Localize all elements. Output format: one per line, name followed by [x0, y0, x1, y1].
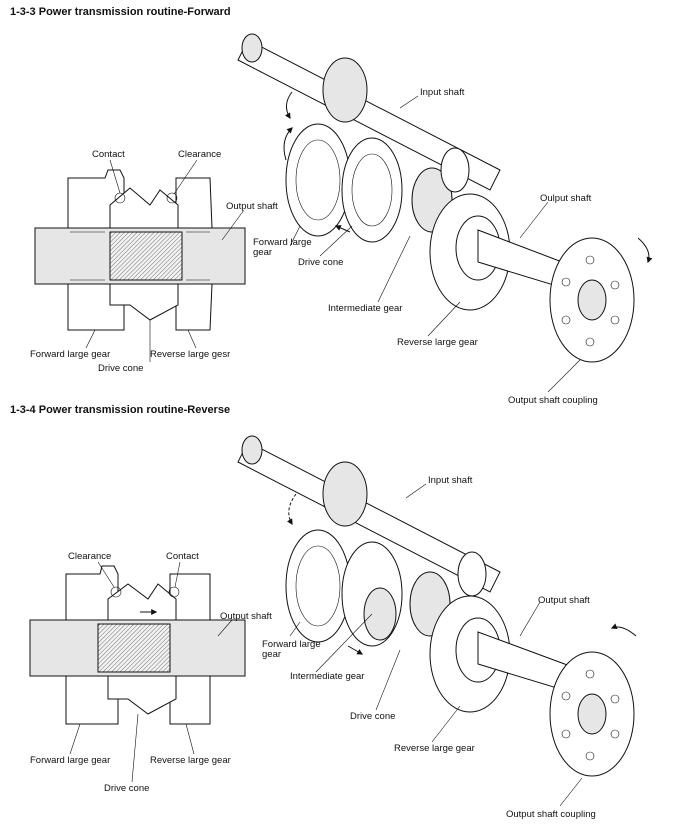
- rev-output-shaft-label: Output shaft: [220, 611, 272, 622]
- forward-panel: 1-3-3 Power transmission routine-Forward: [10, 6, 653, 406]
- fwd-drive-cone-3d-label: Drive cone: [298, 257, 344, 268]
- reverse-section-diagram: [29, 561, 246, 783]
- rev-forward-large-gear-l1: Forward large: [262, 639, 321, 650]
- rev-forward-large-gear: [285, 529, 351, 643]
- fwd-drive-cone-core: [109, 231, 183, 281]
- rev-intermediate-gear-label: Intermediate gear: [290, 671, 365, 682]
- fwd-output-shaft-label: Output shaft: [226, 201, 278, 212]
- rev-drive-cone-3d-label: Drive cone: [350, 711, 396, 722]
- fwd-reverse-gear-lower: [175, 283, 213, 331]
- forward-heading: 1-3-3 Power transmission routine-Forward: [10, 6, 231, 18]
- fwd-forward-large-gear-label: Forward large gear: [30, 349, 111, 360]
- rev-input-shaft-label: Input shaft: [428, 475, 473, 486]
- fwd-oulput-shaft-label: Oulput shaft: [540, 193, 592, 204]
- fwd-clearance-label: Clearance: [178, 149, 222, 160]
- rev-drive-cone-core: [97, 623, 171, 673]
- reverse-assembly-diagram: [237, 435, 637, 807]
- fwd-contact-label: Contact: [92, 149, 125, 160]
- fwd-drive-cone: [341, 137, 403, 243]
- rev-output-shaft-3d-label: Output shaft: [538, 595, 590, 606]
- fwd-reverse-large-gear-label: Reverse large gesr: [150, 349, 231, 360]
- rev-forward-large-gear-label: Forward large gear: [30, 755, 111, 766]
- fwd-forward-large-gear: [285, 123, 351, 237]
- rev-reverse-large-gear-3d-label: Reverse large gear: [394, 743, 475, 754]
- rev-output-shaft-coupling-label: Output shaft coupling: [506, 809, 596, 820]
- rev-reverse-large-gear-label: Reverse large gear: [150, 755, 231, 766]
- fwd-output-shaft-coupling-label: Output shaft coupling: [508, 395, 598, 406]
- reverse-panel: 1-3-4 Power transmission routine-Reverse: [0, 404, 681, 828]
- rev-drive-cone-label: Drive cone: [104, 783, 150, 794]
- fwd-input-shaft-label: Input shaft: [420, 87, 465, 98]
- fwd-forward-large-gear-l1: Forward large: [253, 237, 312, 248]
- fwd-reverse-large-gear-3d-label: Reverse large gear: [397, 337, 478, 348]
- fwd-forward-large-gear-l2: gear: [253, 247, 273, 258]
- forward-section-diagram: [34, 159, 246, 362]
- reverse-heading: 1-3-4 Power transmission routine-Reverse: [10, 404, 231, 416]
- rev-forward-large-gear-l2: gear: [262, 649, 282, 660]
- fwd-intermediate-gear-label: Intermediate gear: [328, 303, 403, 314]
- fwd-input-gear: [322, 57, 368, 123]
- rev-contact-label: Contact: [166, 551, 199, 562]
- fwd-drive-cone-label: Drive cone: [98, 363, 144, 374]
- forward-assembly-diagram: [237, 33, 653, 393]
- fwd-input-shaft: [237, 39, 501, 191]
- rev-clearance-label: Clearance: [68, 551, 112, 562]
